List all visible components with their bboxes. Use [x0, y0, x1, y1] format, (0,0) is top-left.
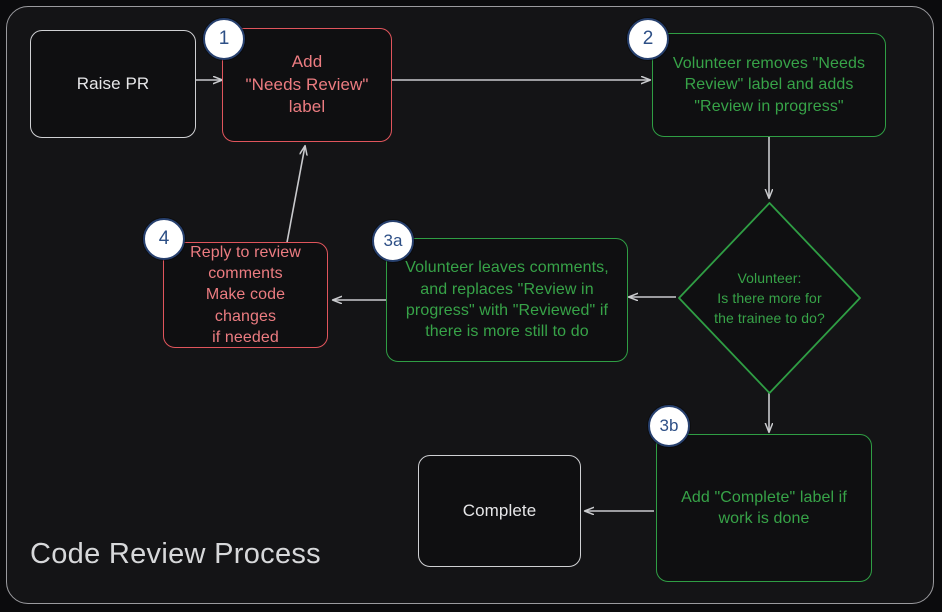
diamond-shape-icon — [678, 202, 861, 394]
node-add-needs-review-label: Add "Needs Review" label — [245, 52, 369, 117]
node-add-complete-label[interactable]: Add "Complete" label if work is done — [656, 434, 872, 582]
node-reply-to-review[interactable]: Reply to review comments Make code chang… — [163, 242, 328, 348]
node-volunteer-relabel-label: Volunteer removes "Needs Review" label a… — [672, 55, 866, 115]
node-raise-pr[interactable]: Raise PR — [30, 30, 196, 138]
diagram-title: Code Review Process — [30, 538, 321, 570]
node-complete-label: Complete — [462, 500, 537, 520]
badge-step-3a[interactable]: 3a — [372, 220, 414, 262]
node-add-needs-review[interactable]: Add "Needs Review" label — [222, 28, 392, 142]
node-reply-to-review-label: Reply to review comments Make code chang… — [190, 243, 301, 346]
badge-step-2[interactable]: 2 — [627, 18, 669, 60]
node-raise-pr-label: Raise PR — [76, 73, 150, 93]
badge-step-1[interactable]: 1 — [203, 18, 245, 60]
badge-step-4[interactable]: 4 — [143, 218, 185, 260]
node-add-complete-label-label: Add "Complete" label if work is done — [681, 488, 847, 527]
node-volunteer-comments-label: Volunteer leaves comments, and replaces … — [405, 259, 609, 341]
node-decision-more-work[interactable]: Volunteer: Is there more for the trainee… — [676, 200, 863, 396]
node-decision-more-work-label: Volunteer: Is there more for the trainee… — [714, 269, 825, 327]
node-complete[interactable]: Complete — [418, 455, 581, 567]
node-volunteer-comments[interactable]: Volunteer leaves comments, and replaces … — [386, 238, 628, 362]
node-volunteer-relabel[interactable]: Volunteer removes "Needs Review" label a… — [652, 33, 886, 137]
badge-step-3b[interactable]: 3b — [648, 405, 690, 447]
